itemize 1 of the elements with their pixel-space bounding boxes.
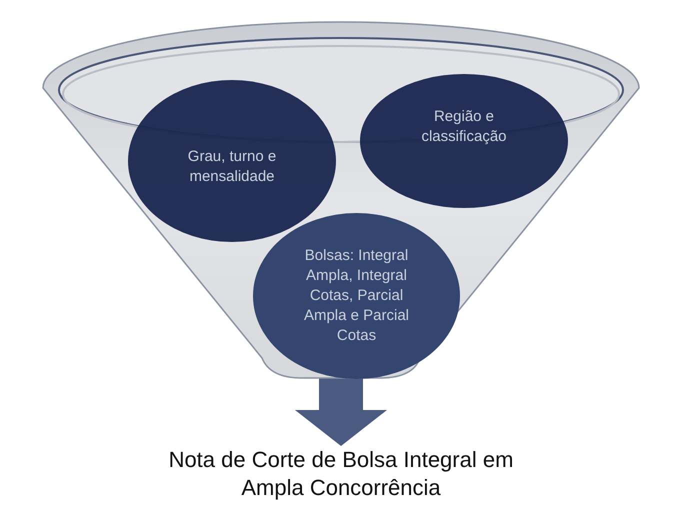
result-text: Nota de Corte de Bolsa Integral em Ampla Concorrência [150, 446, 532, 506]
